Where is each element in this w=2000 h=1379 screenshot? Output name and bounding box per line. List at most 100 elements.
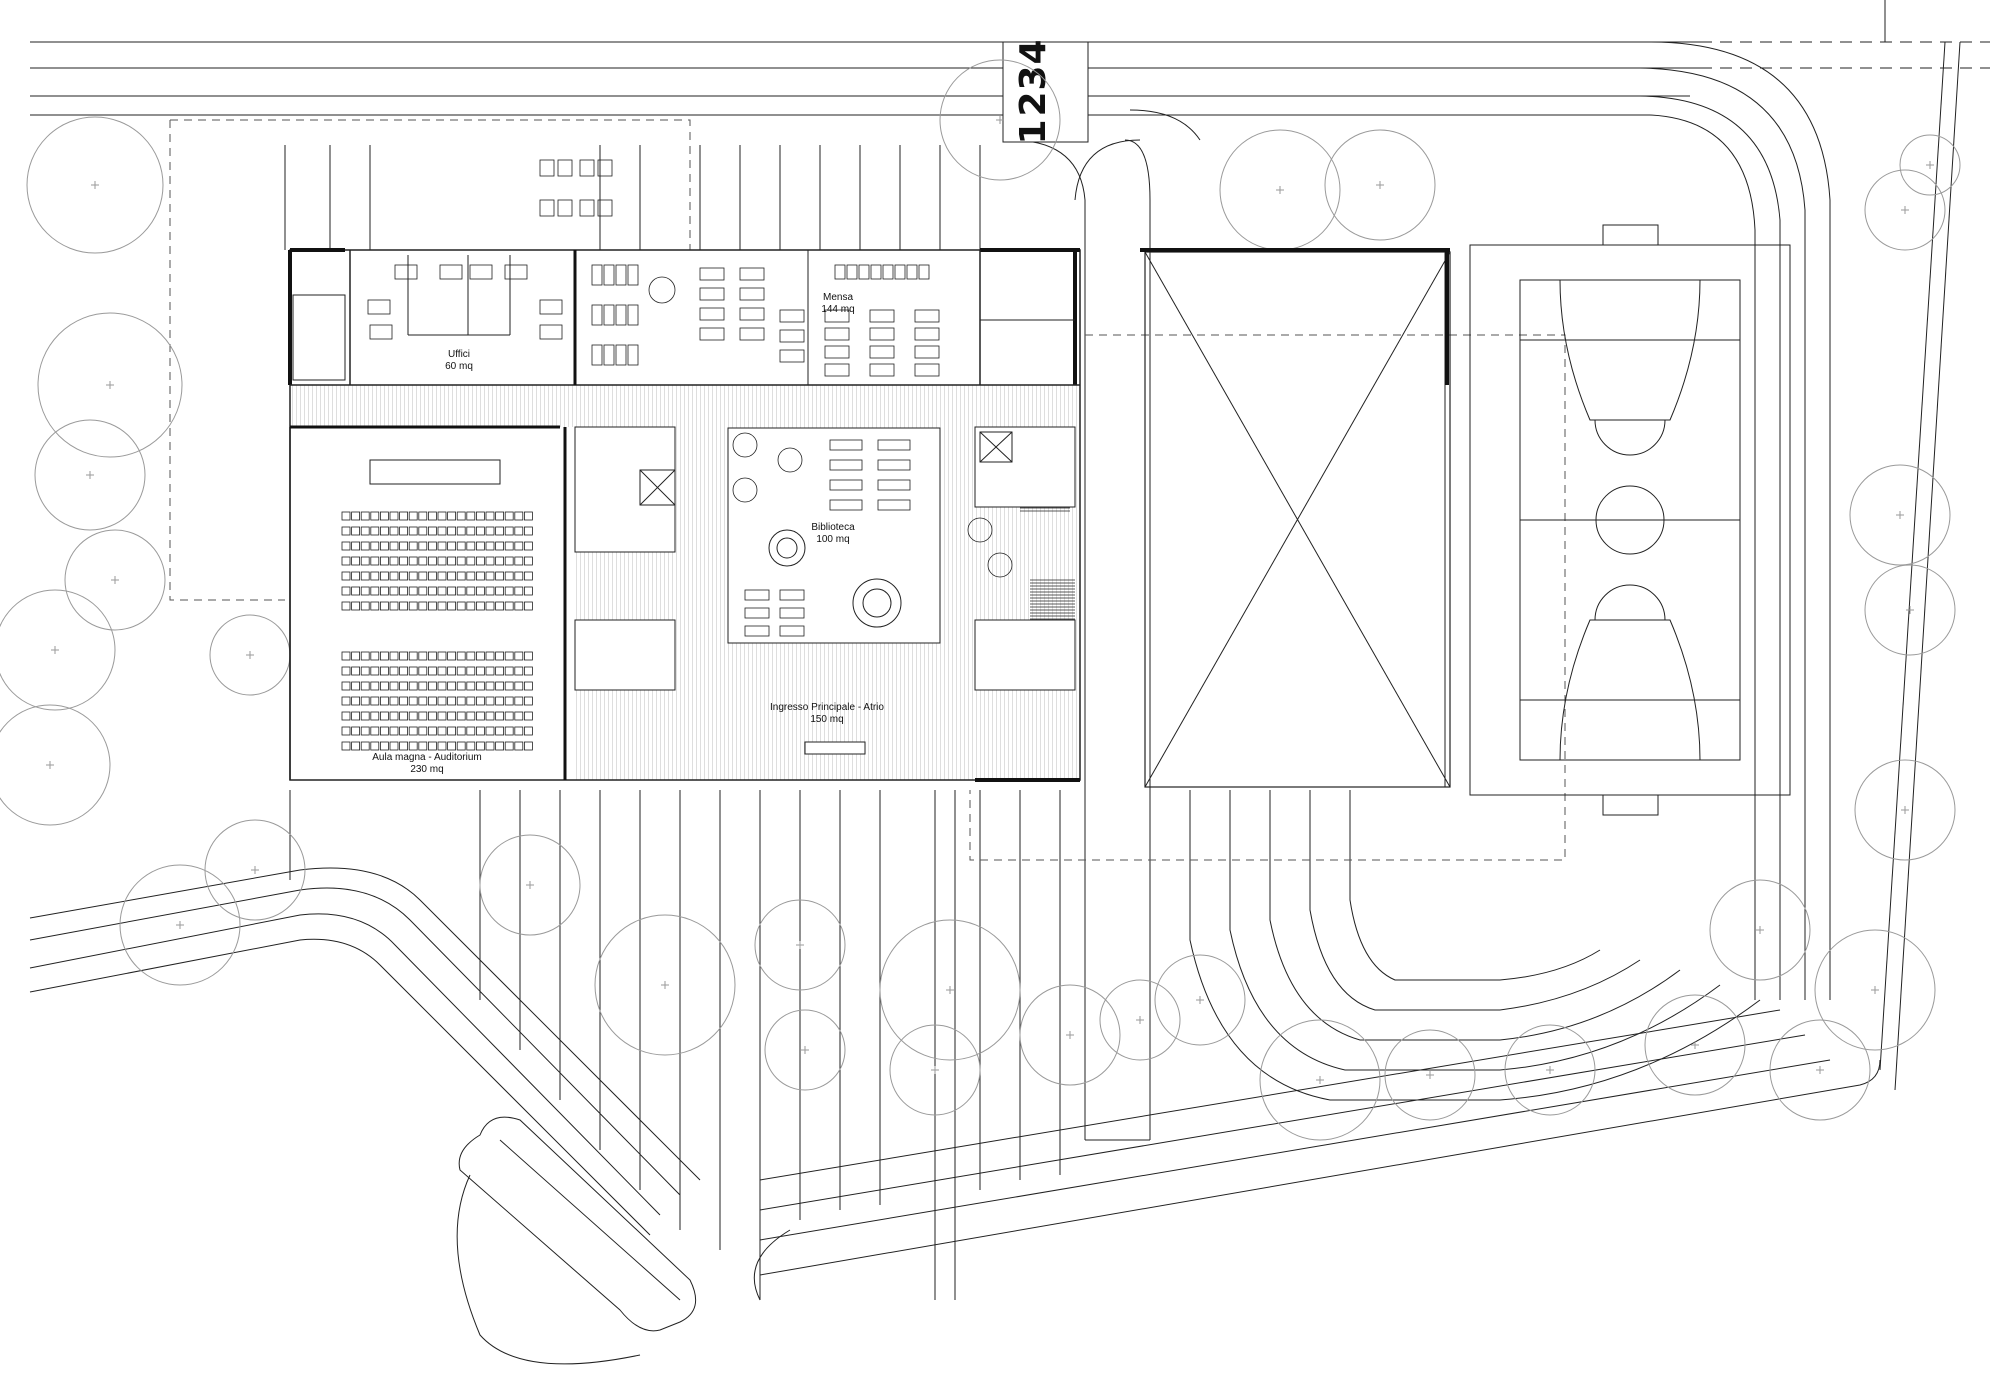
seat [408,681,418,691]
tree-icon [1864,564,1956,656]
seat [447,511,457,521]
seat [437,741,447,751]
cafeteria-table [870,264,882,280]
round-table [967,517,993,543]
cafeteria-table [824,327,850,341]
seat [485,696,495,706]
seat [447,726,457,736]
seat [437,541,447,551]
cafeteria-table [869,327,895,341]
seat [437,651,447,661]
seat [485,741,495,751]
seat [427,711,437,721]
seat [408,651,418,661]
seat [485,601,495,611]
main-building [288,159,1081,782]
seat [447,681,457,691]
cafeteria-table [829,479,863,491]
seat [456,526,466,536]
tree-icon [1219,129,1341,251]
cafeteria-table [627,344,639,366]
tree-icon [0,704,111,826]
seat [475,696,485,706]
cafeteria-table [824,363,850,377]
seat [370,586,380,596]
cafeteria-table [829,439,863,451]
cafeteria-table [615,344,627,366]
tree-icon [879,919,1021,1061]
seat [495,681,505,691]
seat [495,556,505,566]
tree-icon [1769,1019,1871,1121]
cafeteria-table [914,345,940,359]
seat [389,726,399,736]
seat [399,666,409,676]
tree-icon [1324,129,1436,241]
cafeteria-table [858,264,870,280]
seat [504,666,514,676]
seat [456,571,466,581]
seat [408,666,418,676]
seat [360,681,370,691]
seat [504,726,514,736]
cafeteria-table [603,344,615,366]
seat [370,726,380,736]
tree-icon [764,1009,846,1091]
seat [466,556,476,566]
seat [341,571,351,581]
seat [341,541,351,551]
cafeteria-table [846,264,858,280]
seat [495,511,505,521]
room-mensa-name: Mensa [823,292,853,303]
seat [456,511,466,521]
seat [456,541,466,551]
cafeteria-table [914,327,940,341]
section-number: 1 [1013,119,1054,144]
seat [495,541,505,551]
seat [427,586,437,596]
seat [475,681,485,691]
tree-icon [1864,169,1946,251]
seat [475,666,485,676]
seat [524,586,533,596]
seat [418,681,428,691]
tree-icon [1504,1024,1596,1116]
seat [475,571,485,581]
seat [475,601,485,611]
seat [379,711,389,721]
cafeteria-table [918,264,930,280]
seat [418,586,428,596]
seat [437,511,447,521]
seat [427,651,437,661]
seat [485,726,495,736]
seat [389,666,399,676]
seat [475,711,485,721]
seat [399,711,409,721]
cafeteria-table [557,199,573,217]
seat [524,681,533,691]
seat [389,696,399,706]
tree-icon [1709,879,1811,981]
seat [360,511,370,521]
seat [504,526,514,536]
seat [360,586,370,596]
seat [495,601,505,611]
cafeteria-table [829,459,863,471]
seat [370,511,380,521]
seat [447,571,457,581]
seat [341,601,351,611]
cafeteria-table [739,327,765,341]
tree-icon [1154,954,1246,1046]
seat [466,601,476,611]
seat [360,556,370,566]
cafeteria-table [699,307,725,321]
cafeteria-table [914,309,940,323]
seat [351,541,361,551]
seat [408,571,418,581]
cafeteria-table [579,159,595,177]
office-desk [539,324,563,340]
seat [495,571,505,581]
cafeteria-table [877,459,911,471]
seat [447,666,457,676]
office-desk [367,299,391,315]
